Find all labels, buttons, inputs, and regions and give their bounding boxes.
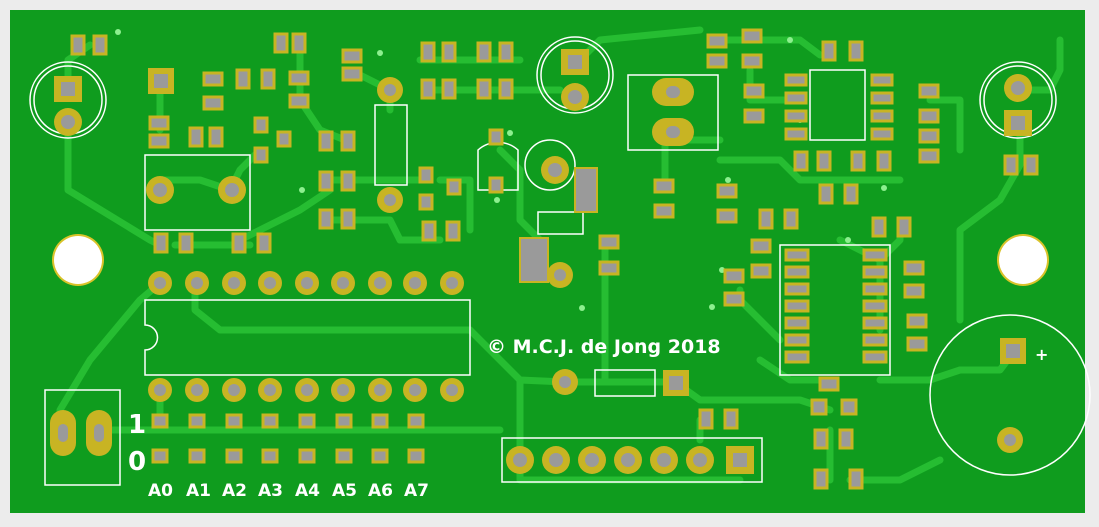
copyright-label: © M.C.J. de Jong 2018 — [487, 336, 721, 358]
through-hole-pads — [50, 49, 1032, 474]
power-pads — [519, 167, 598, 283]
switch-label-on: 1 — [128, 410, 146, 440]
silkscreen-outlines — [29, 36, 1091, 486]
address-label: A2 — [222, 481, 247, 501]
address-label: A3 — [258, 481, 283, 501]
switch-label-off: 0 — [128, 447, 146, 477]
address-label: A1 — [186, 481, 211, 501]
address-label: A7 — [404, 481, 429, 501]
silkscreen-text: © M.C.J. de Jong 2018 + 1 0 A0 A1 A2 A3 … — [128, 336, 1048, 501]
address-label: A6 — [368, 481, 393, 501]
polarity-plus-label: + — [1035, 345, 1048, 364]
address-label: A0 — [148, 481, 173, 501]
address-label: A4 — [295, 481, 320, 501]
mounting-holes — [52, 234, 1049, 286]
smd-pads — [70, 28, 1039, 490]
address-label: A5 — [332, 481, 357, 501]
